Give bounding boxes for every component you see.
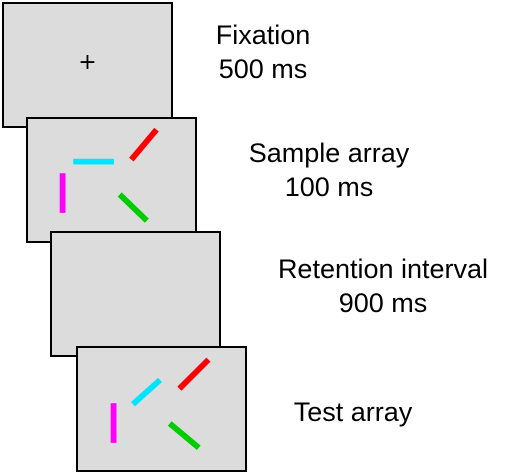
- test-array-screen: [76, 346, 247, 472]
- retention-interval-title: Retention interval: [277, 254, 489, 284]
- sample-bar-green: [117, 192, 149, 223]
- test-bar-green: [167, 421, 201, 450]
- fixation-label: Fixation 500 ms: [205, 18, 321, 86]
- sample-array-title: Sample array: [248, 138, 410, 168]
- test-bar-cyan: [131, 377, 162, 407]
- sample-array-stimuli: [59, 127, 159, 223]
- fixation-cross: +: [78, 50, 97, 75]
- fixation-title: Fixation: [215, 20, 311, 50]
- sample-array-screen: [26, 117, 197, 243]
- retention-interval-duration: 900 ms: [338, 288, 428, 318]
- test-array-stimuli: [110, 357, 211, 450]
- fixation-screen: +: [2, 2, 173, 128]
- sample-array-label: Sample array 100 ms: [229, 136, 429, 204]
- test-array-label: Test array: [273, 395, 433, 429]
- sample-array-duration: 100 ms: [284, 172, 374, 202]
- retention-interval-screen: [50, 231, 221, 357]
- test-array-title: Test array: [293, 397, 413, 427]
- test-bar-red: [177, 357, 211, 391]
- sample-bar-red: [129, 127, 159, 162]
- fixation-duration: 500 ms: [218, 54, 308, 84]
- retention-interval-label: Retention interval 900 ms: [262, 252, 504, 320]
